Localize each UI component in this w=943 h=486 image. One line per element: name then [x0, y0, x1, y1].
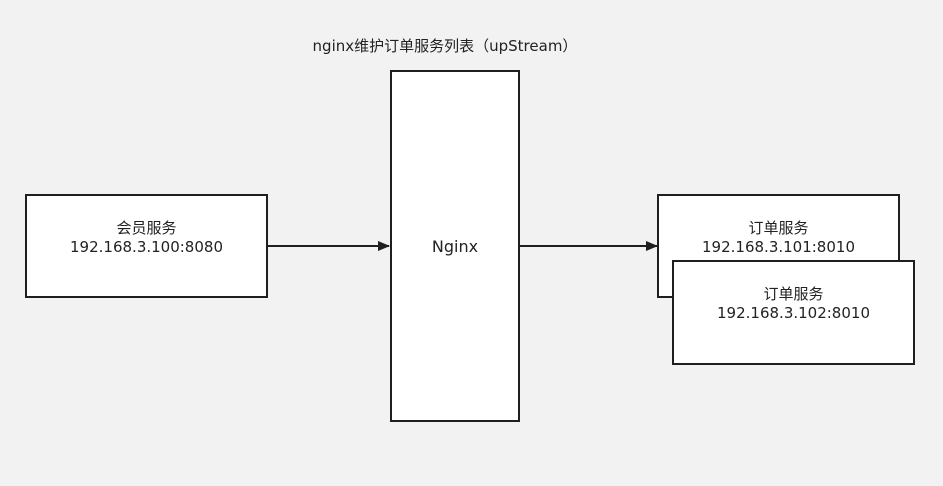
order-service-node-2: 订单服务 192.168.3.102:8010	[672, 260, 915, 365]
order-service-2-name: 订单服务	[763, 285, 824, 303]
member-service-address: 192.168.3.100:8080	[70, 238, 223, 256]
order-service-2-address: 192.168.3.102:8010	[717, 304, 870, 322]
order-service-1-address: 192.168.3.101:8010	[702, 238, 855, 256]
member-service-node: 会员服务 192.168.3.100:8080	[25, 194, 268, 298]
diagram-title: nginx维护订单服务列表（upStream）	[312, 37, 578, 55]
member-service-name: 会员服务	[116, 219, 177, 237]
nginx-node: Nginx	[390, 70, 520, 422]
order-service-1-name: 订单服务	[748, 219, 809, 237]
nginx-label: Nginx	[431, 236, 479, 256]
